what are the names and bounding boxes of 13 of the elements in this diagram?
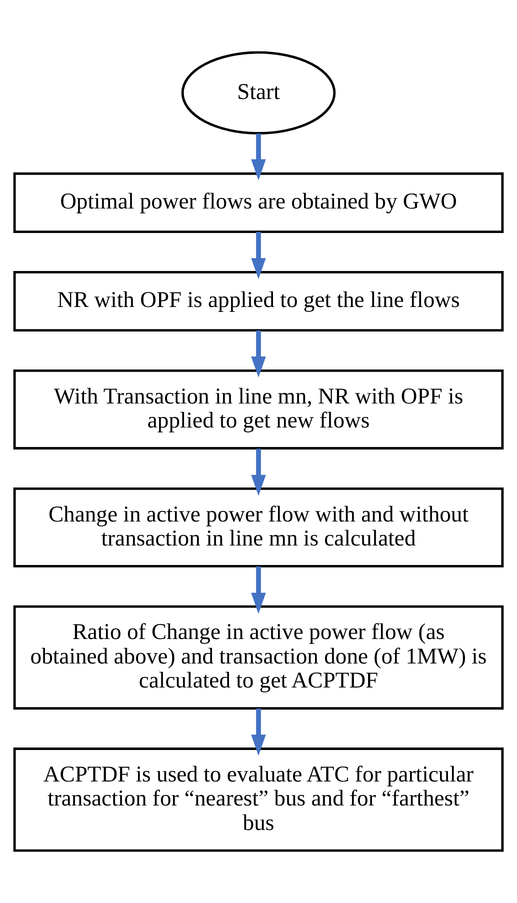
arrow xyxy=(251,566,266,614)
arrow xyxy=(251,134,266,180)
arrow xyxy=(251,448,266,496)
node-box: NR with OPF is applied to get the line flows xyxy=(13,270,504,332)
arrow xyxy=(251,708,266,756)
node-box: Change in active power flow with and without transaction in line mn is calculated xyxy=(13,487,504,568)
arrow xyxy=(251,232,266,280)
node-box: Optimal power flows are obtained by GWO xyxy=(13,172,504,233)
node-box: Ratio of Change in active power flow (as obtained above) and transaction done (of 1MW) is calculated to get ACPTDF xyxy=(13,605,504,710)
arrow xyxy=(251,330,266,378)
node-box: With Transaction in line mn, NR with OPF is applied to get new flows xyxy=(13,370,504,450)
node-box: ACPTDF is used to evaluate ATC for particular transaction for “nearest” bus and for “farthest” bus xyxy=(13,748,504,852)
node-ellipse: Start xyxy=(181,51,336,134)
